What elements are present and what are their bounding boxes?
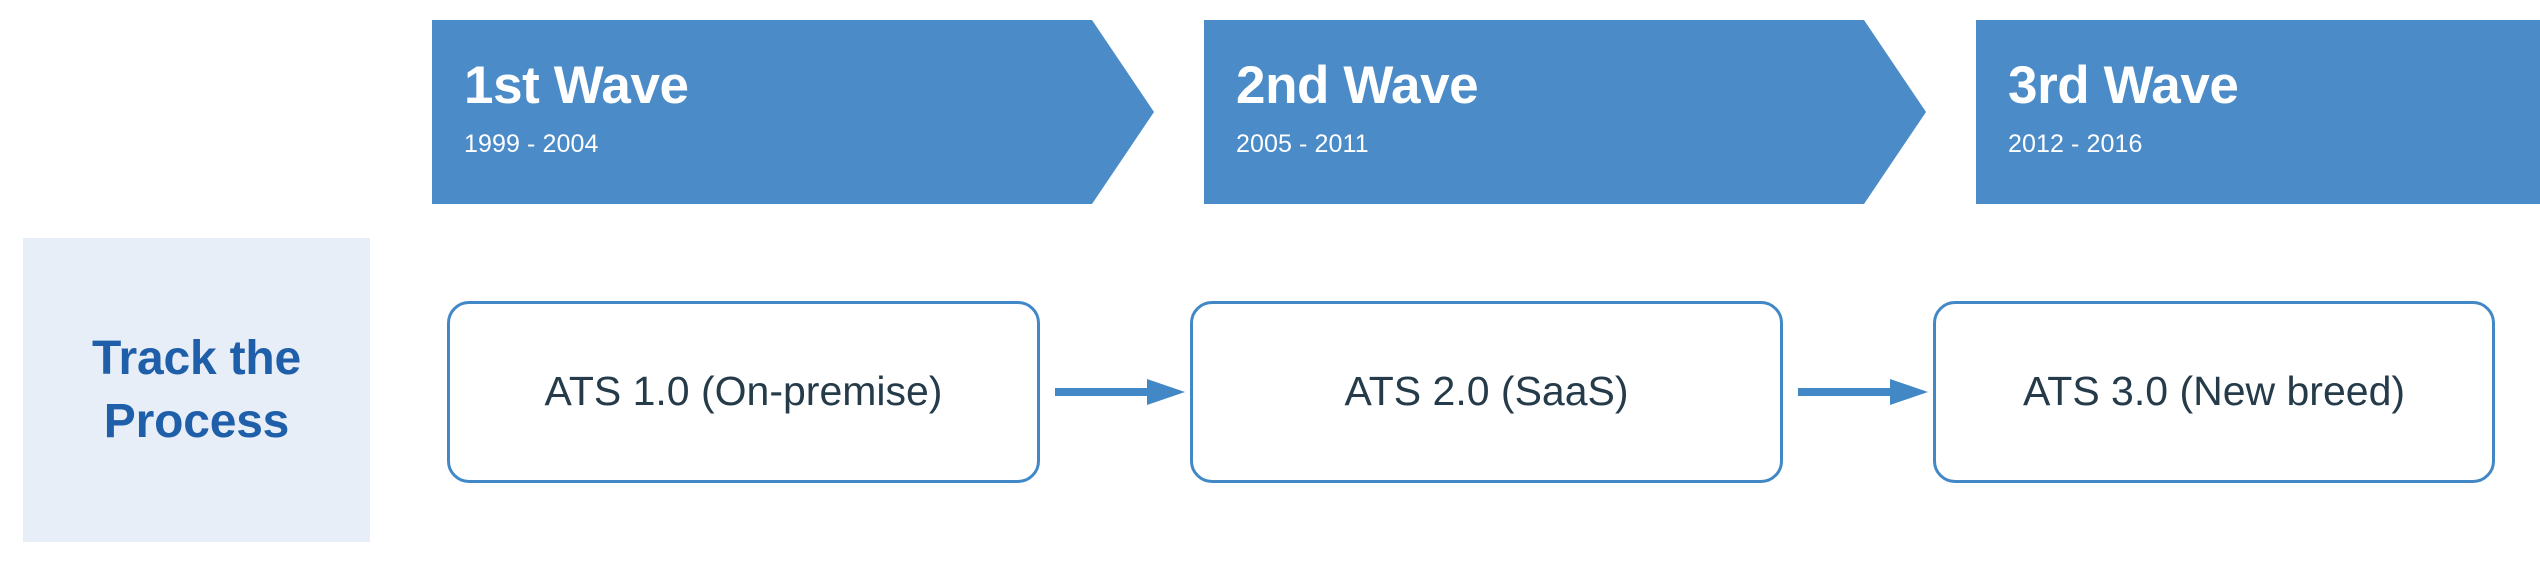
row-label-line-2: Process — [103, 395, 290, 448]
wave-title-2: 2nd Wave — [1236, 56, 1479, 115]
wave-title-1: 1st Wave — [464, 56, 689, 115]
process-step-3[interactable]: ATS 3.0 (New breed) — [1933, 301, 2495, 483]
row-label-panel: Track the Process — [23, 238, 370, 542]
wave-range-1: 1999 - 2004 — [464, 129, 599, 158]
wave-title-3: 3rd Wave — [2008, 56, 2239, 115]
timeline-wave-row: 1st Wave 1999 - 2004 2nd Wave 2005 - 201… — [432, 20, 2540, 204]
process-step-1[interactable]: ATS 1.0 (On-premise) — [447, 301, 1040, 483]
row-label-line-1: Track the — [92, 331, 301, 385]
wave-banner-1[interactable]: 1st Wave 1999 - 2004 — [432, 20, 1154, 204]
process-step-2-label: ATS 2.0 (SaaS) — [1344, 368, 1629, 415]
wave-range-3: 2012 - 2016 — [2008, 129, 2143, 158]
process-flow-row: ATS 1.0 (On-premise) ATS 2.0 (SaaS) ATS … — [447, 301, 2495, 483]
wave-range-2: 2005 - 2011 — [1236, 129, 1369, 158]
process-step-3-label: ATS 3.0 (New breed) — [2022, 368, 2406, 415]
arrow-right-icon — [1798, 377, 1928, 407]
row-label-text: Track the Process — [92, 327, 301, 454]
process-step-1-label: ATS 1.0 (On-premise) — [544, 368, 943, 415]
wave-banner-2[interactable]: 2nd Wave 2005 - 2011 — [1204, 20, 1926, 204]
arrow-right-icon — [1055, 377, 1185, 407]
process-step-2[interactable]: ATS 2.0 (SaaS) — [1190, 301, 1783, 483]
wave-banner-3[interactable]: 3rd Wave 2012 - 2016 — [1976, 20, 2540, 204]
